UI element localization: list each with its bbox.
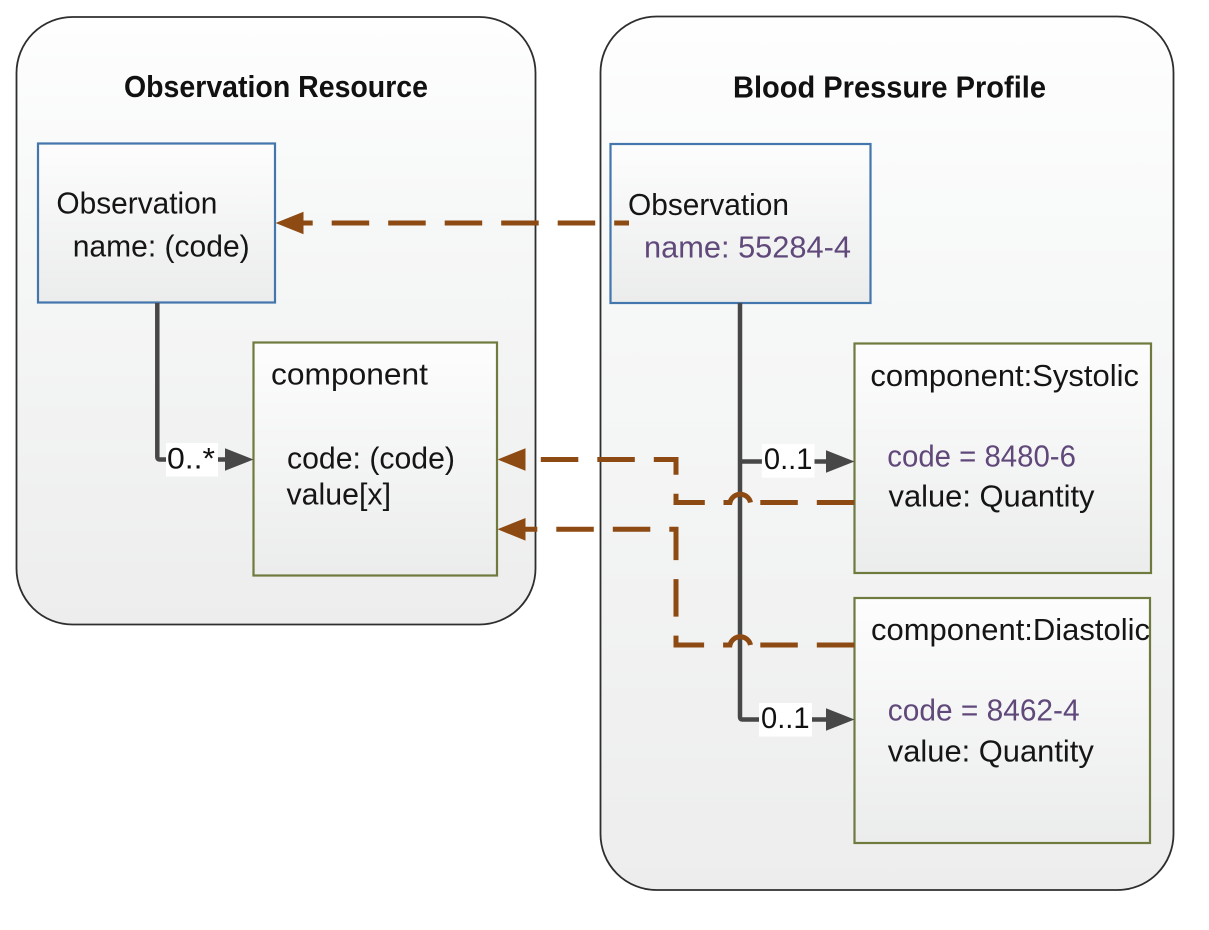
svg-text:name: 55284-4: name: 55284-4 xyxy=(644,230,851,265)
svg-text:component:Diastolic: component:Diastolic xyxy=(871,612,1150,647)
svg-text:0..1: 0..1 xyxy=(764,443,813,476)
svg-text:value: Quantity: value: Quantity xyxy=(889,478,1095,513)
svg-text:component: component xyxy=(271,356,428,391)
svg-text:code = 8462-4: code = 8462-4 xyxy=(888,692,1080,727)
svg-text:0..1: 0..1 xyxy=(761,702,810,735)
svg-text:code: (code): code: (code) xyxy=(287,440,455,475)
svg-text:value: Quantity: value: Quantity xyxy=(888,733,1094,768)
svg-text:code = 8480-6: code = 8480-6 xyxy=(887,439,1076,474)
svg-text:value[x]: value[x] xyxy=(287,476,392,511)
svg-text:component:Systolic: component:Systolic xyxy=(870,358,1139,393)
svg-text:0..*: 0..* xyxy=(167,443,215,476)
svg-text:Blood Pressure Profile: Blood Pressure Profile xyxy=(733,69,1046,104)
svg-text:Observation: Observation xyxy=(56,186,217,221)
svg-text:name: (code): name: (code) xyxy=(73,228,250,263)
svg-text:Observation: Observation xyxy=(628,187,789,222)
svg-text:Observation Resource: Observation Resource xyxy=(124,69,428,104)
